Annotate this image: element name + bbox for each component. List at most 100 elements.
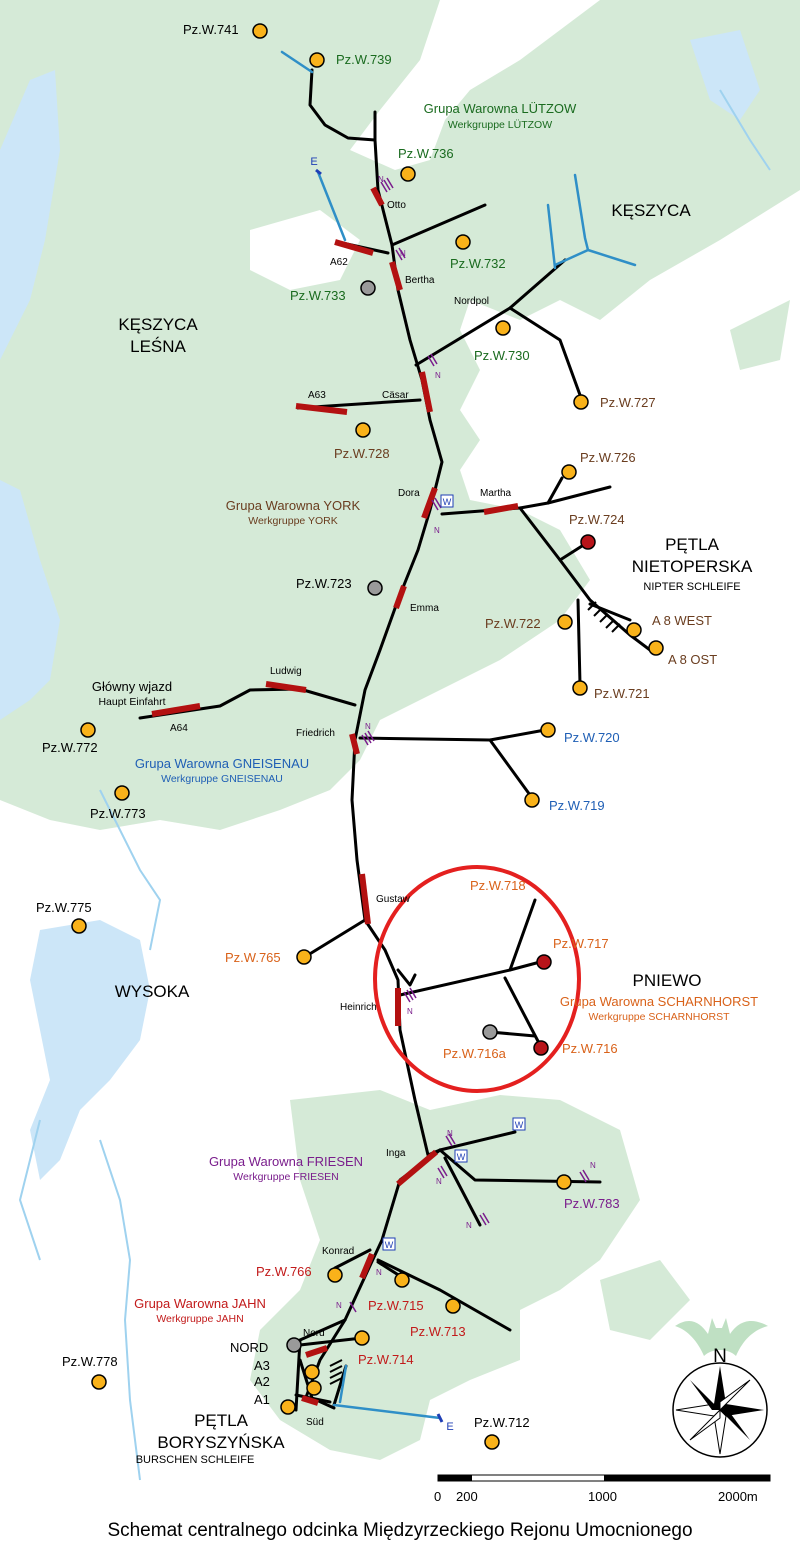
group-lutzow-pl: Grupa Warowna LÜTZOW xyxy=(424,101,577,116)
bunker-w716a[interactable] xyxy=(482,1024,498,1040)
label-w720: Pz.W.720 xyxy=(564,730,620,745)
bunker-w721[interactable] xyxy=(572,680,588,696)
n-label: N xyxy=(436,1177,442,1186)
label-w722: Pz.W.722 xyxy=(485,616,541,631)
e-marker-label: E xyxy=(310,156,317,168)
bunker-nord[interactable] xyxy=(286,1337,302,1353)
bunker-w733[interactable] xyxy=(360,280,376,296)
bunker-w722[interactable] xyxy=(557,614,573,630)
label-w773: Pz.W.773 xyxy=(90,806,146,821)
bunker-w766[interactable] xyxy=(327,1267,343,1283)
bunker-w772[interactable] xyxy=(80,722,96,738)
label-w772: Pz.W.772 xyxy=(42,740,98,755)
bunker-a8west[interactable] xyxy=(626,622,642,638)
w-markers xyxy=(382,494,526,1251)
label-w715: Pz.W.715 xyxy=(368,1298,424,1313)
label-w727: Pz.W.727 xyxy=(600,395,656,410)
station-emma: Emma xyxy=(410,603,439,614)
bunker-w716[interactable] xyxy=(533,1040,549,1056)
bunker-w724[interactable] xyxy=(580,534,596,550)
bunker-w775[interactable] xyxy=(71,918,87,934)
station-heinrich: Heinrich xyxy=(340,1002,377,1013)
compass-rose xyxy=(672,1362,768,1458)
scale-tick-200: 200 xyxy=(456,1489,478,1504)
label-w730: Pz.W.730 xyxy=(474,348,530,363)
w-marker-label: W xyxy=(443,497,452,507)
scharnhorst-highlight-circle xyxy=(373,865,581,1093)
station-sud: Süd xyxy=(306,1417,324,1428)
station-dora: Dora xyxy=(398,488,420,499)
label-w766: Pz.W.766 xyxy=(256,1264,312,1279)
group-friesen-de: Werkgruppe FRIESEN xyxy=(233,1171,338,1183)
region-petla-nietoperska-1: PĘTLA xyxy=(665,535,720,554)
label-w723: Pz.W.723 xyxy=(296,576,352,591)
label-w778: Pz.W.778 xyxy=(62,1354,118,1369)
w-marker-label: W xyxy=(385,1240,394,1250)
region-nipter-schleife: NIPTER SCHLEIFE xyxy=(643,581,740,593)
station-martha: Martha xyxy=(480,488,512,499)
label-w718: Pz.W.718 xyxy=(470,878,526,893)
bunker-w719[interactable] xyxy=(524,792,540,808)
n-label: N xyxy=(434,526,440,535)
bunker-w778[interactable] xyxy=(91,1374,107,1390)
group-gneisenau-de: Werkgruppe GNEISENAU xyxy=(161,773,283,785)
water-bodies xyxy=(0,30,760,1180)
bunker-w739[interactable] xyxy=(309,52,325,68)
label-w717: Pz.W.717 xyxy=(553,936,609,951)
bunker-w714[interactable] xyxy=(354,1330,370,1346)
label-w733: Pz.W.733 xyxy=(290,288,346,303)
bunker-a1[interactable] xyxy=(280,1399,296,1415)
w-marker-label: W xyxy=(457,1152,466,1162)
bunker-w712[interactable] xyxy=(484,1434,500,1450)
bunker-w783[interactable] xyxy=(556,1174,572,1190)
bunker-w732[interactable] xyxy=(455,234,471,250)
bunker-w730[interactable] xyxy=(495,320,511,336)
station-a63: A63 xyxy=(308,390,326,401)
group-scharnhorst-pl: Grupa Warowna SCHARNHORST xyxy=(560,994,758,1009)
bunker-w728[interactable] xyxy=(355,422,371,438)
bunker-w717[interactable] xyxy=(536,954,552,970)
bunker-w723[interactable] xyxy=(367,580,383,596)
group-friesen-pl: Grupa Warowna FRIESEN xyxy=(209,1154,363,1169)
bunker-w713[interactable] xyxy=(445,1298,461,1314)
label-w783: Pz.W.783 xyxy=(564,1196,620,1211)
bunker-w715[interactable] xyxy=(394,1272,410,1288)
station-bars xyxy=(151,186,519,1406)
label-w724: Pz.W.724 xyxy=(569,512,625,527)
bunker-a2[interactable] xyxy=(306,1380,322,1396)
station-casar: Cäsar xyxy=(382,390,409,401)
station-gustaw: Gustaw xyxy=(376,894,411,905)
label-a3: A3 xyxy=(254,1358,270,1373)
bunker-w741[interactable] xyxy=(252,23,268,39)
bunker-w773[interactable] xyxy=(114,785,130,801)
track-hatches xyxy=(329,601,621,1385)
label-w719: Pz.W.719 xyxy=(549,798,605,813)
label-w714: Pz.W.714 xyxy=(358,1352,414,1367)
label-a8ost: A 8 OST xyxy=(668,652,717,667)
bunker-a3[interactable] xyxy=(304,1364,320,1380)
bunker-w736[interactable] xyxy=(400,166,416,182)
main-entrance-pl: Główny wjazd xyxy=(92,679,172,694)
bunker-a8ost[interactable] xyxy=(648,640,664,656)
bunker-w726[interactable] xyxy=(561,464,577,480)
scale-tick-0: 0 xyxy=(434,1489,441,1504)
station-bertha: Bertha xyxy=(405,275,435,286)
e-marker-label: E xyxy=(446,1421,453,1433)
region-wysoka: WYSOKA xyxy=(115,982,190,1001)
scale-tick-1000: 1000 xyxy=(588,1489,617,1504)
bunker-w720[interactable] xyxy=(540,722,556,738)
label-a8west: A 8 WEST xyxy=(652,613,712,628)
region-pniewo: PNIEWO xyxy=(633,971,702,990)
n-label: N xyxy=(407,1007,413,1016)
label-a1: A1 xyxy=(254,1392,270,1407)
bunker-w727[interactable] xyxy=(573,394,589,410)
label-w736: Pz.W.736 xyxy=(398,146,454,161)
label-w716: Pz.W.716 xyxy=(562,1041,618,1056)
compass-north-label: N xyxy=(713,1346,727,1367)
bunker-w765[interactable] xyxy=(296,949,312,965)
region-burschen-schleife: BURSCHEN SCHLEIFE xyxy=(136,1454,255,1466)
cable-lines xyxy=(280,50,637,1420)
n-label: N xyxy=(376,1268,382,1277)
scale-bar xyxy=(437,1474,771,1482)
